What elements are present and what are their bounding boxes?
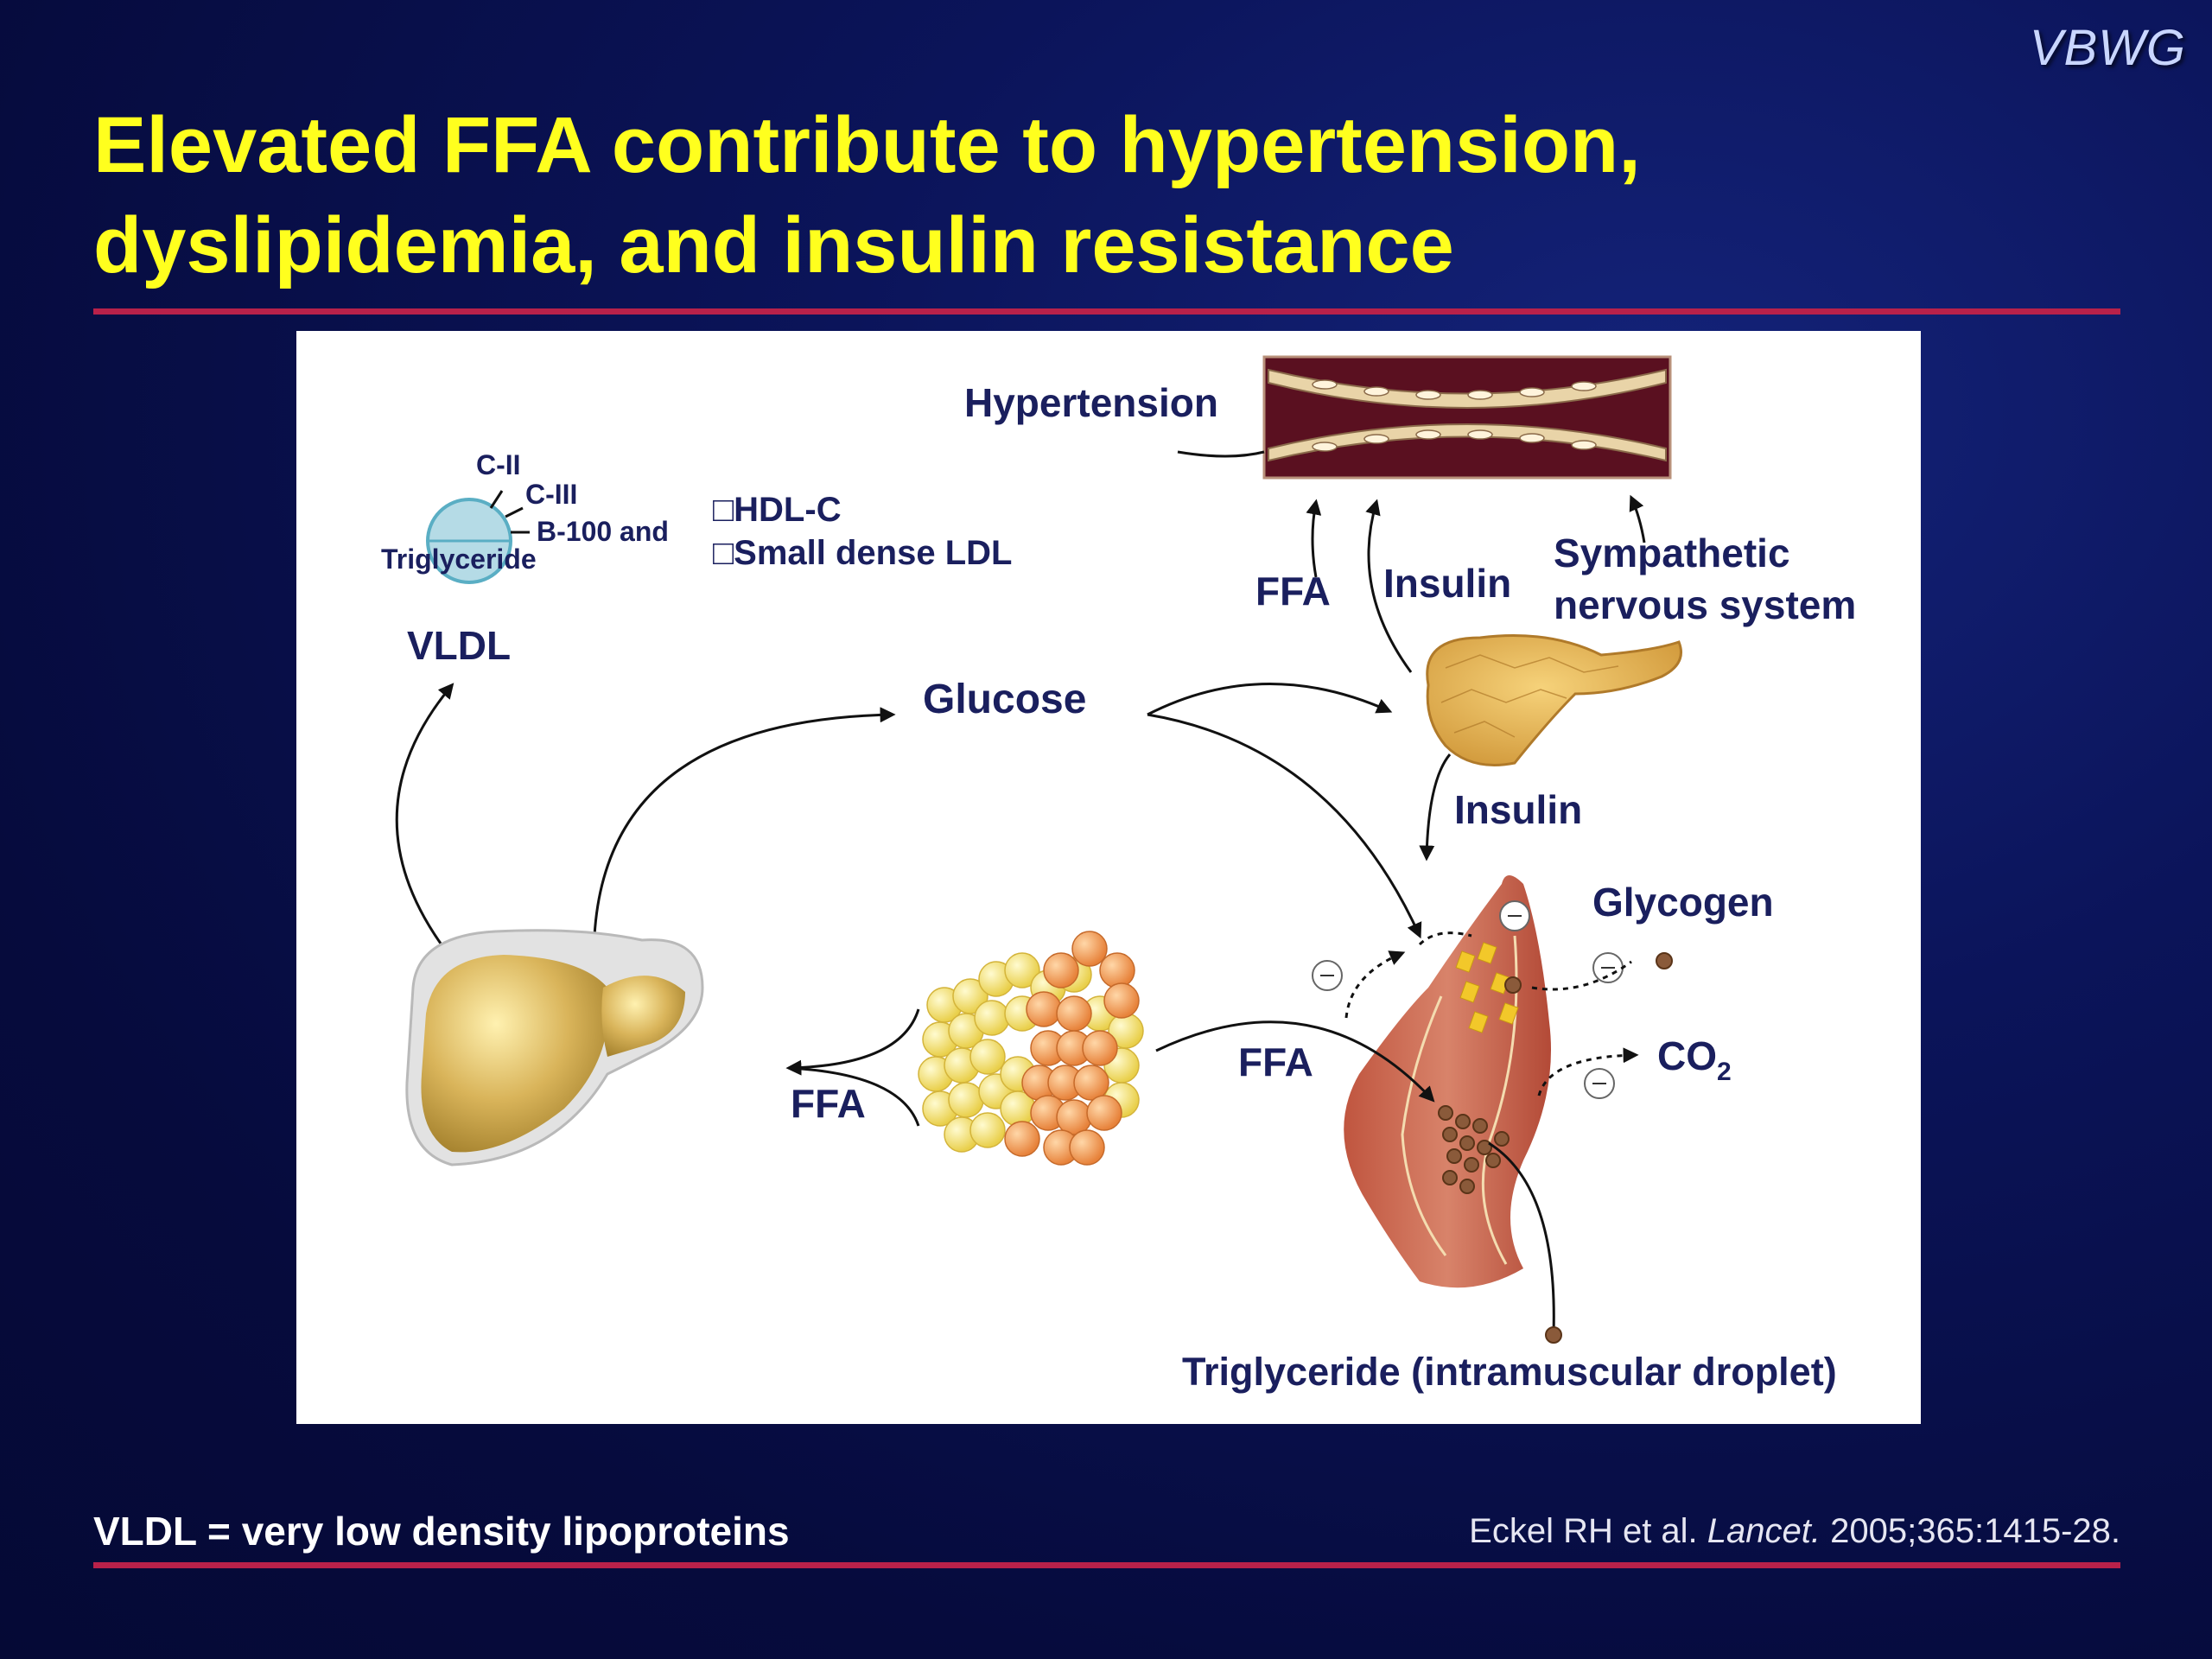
inhibition-minus-signs [1320, 915, 1615, 1084]
brand-logo: VBWG [2029, 20, 2186, 76]
insulin-vessel-label: Insulin [1383, 561, 1511, 606]
apo-c3-label: C-III [525, 479, 577, 510]
adipose-to-muscle-ffa-arrow [1155, 1020, 1435, 1103]
triglyceride-droplet-label: Triglyceride (intramuscular droplet) [1182, 1350, 1837, 1394]
glucose-to-pancreas-arrow [1147, 683, 1393, 716]
vldl-label: VLDL [407, 623, 511, 668]
small-dense-ldl-label: □Small dense LDL [713, 534, 1012, 572]
ffa-vessel-label: FFA [1255, 569, 1331, 613]
ffa-muscle-label: FFA [1238, 1039, 1313, 1084]
citation-ref: 2005;365:1415-28. [1830, 1512, 2120, 1550]
sympathetic-label-line1: Sympathetic [1554, 531, 1790, 575]
blood-vessel-illustration [1262, 355, 1672, 480]
adipose-to-liver-ffa-arrow-lower [788, 1066, 920, 1127]
hdl-label: □HDL-C [713, 491, 842, 529]
vldl-triglyceride-label: Triglyceride [381, 543, 537, 575]
slide-title: Elevated FFA contribute to hypertension,… [93, 101, 1641, 289]
dotted-path-glycogen [1418, 931, 1472, 946]
liver-to-vldl-arrow [395, 683, 454, 954]
citation-journal: Lancet. [1707, 1512, 1821, 1550]
citation: Eckel RH et al. Lancet. 2005;365:1415-28… [1469, 1512, 2120, 1551]
muscle-illustration [1344, 875, 1551, 1288]
apo-b100-label: B-100 and [537, 516, 669, 547]
hypertension-label: Hypertension [964, 380, 1218, 425]
insulin-muscle-label: Insulin [1454, 787, 1582, 832]
pancreas-to-muscle-insulin-arrow [1419, 753, 1452, 861]
glycogen-end-dot [1656, 952, 1673, 969]
pancreas-illustration [1426, 634, 1682, 766]
dotted-path-glycogen-right [1531, 960, 1632, 991]
glucose-to-muscle-arrow [1147, 713, 1422, 939]
pathophysiology-diagram: Hypertension C-II C-III B-100 and Trigly… [381, 355, 1856, 1394]
abbreviation-footnote: VLDL = very low density lipoproteins [93, 1509, 790, 1554]
co2-label: CO2 [1657, 1033, 1732, 1086]
triglyceride-pointer [1488, 1141, 1555, 1334]
adipose-to-liver-ffa-arrow [785, 1008, 920, 1076]
vldl-particle-icon [426, 490, 530, 584]
apo-c2-label: C-II [476, 449, 521, 480]
glycogen-label: Glycogen [1592, 880, 1774, 925]
sympathetic-to-vessel-arrow [1629, 494, 1646, 543]
triglyceride-pointer-dot [1545, 1326, 1562, 1344]
glucose-label: Glucose [923, 677, 1086, 722]
citation-authors: Eckel RH et al. [1469, 1512, 1698, 1550]
co2-dotted-arrow [1537, 1047, 1639, 1096]
title-divider [93, 308, 2120, 315]
ffa-liver-label: FFA [791, 1081, 866, 1126]
adipose-tissue-illustration [918, 931, 1144, 1166]
diagram-panel: Hypertension C-II C-III B-100 and Trigly… [296, 331, 1921, 1424]
hypertension-pointer [1177, 450, 1265, 458]
ffa-to-vessel-arrow [1306, 499, 1322, 578]
glycogen-dot [1504, 976, 1522, 994]
sympathetic-label-line2: nervous system [1554, 582, 1856, 627]
liver-illustration [405, 929, 704, 1166]
insulin-to-vessel-arrow [1365, 499, 1413, 673]
footer-divider [93, 1562, 2120, 1568]
dotted-arrow-to-muscle [1344, 950, 1406, 1019]
liver-to-glucose-arrow [593, 707, 896, 937]
